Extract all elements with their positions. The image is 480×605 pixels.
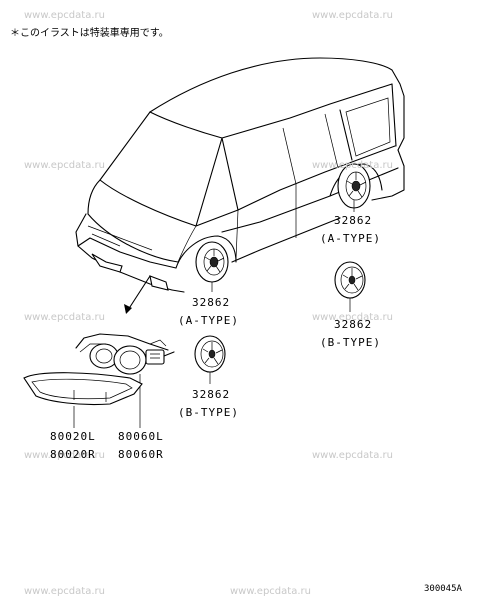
special-vehicle-note: ＊このイラストは特装車専用です。 xyxy=(10,28,169,39)
label-front-a-number: 32862 xyxy=(192,296,231,309)
label-rear-a-number: 32862 xyxy=(334,214,373,227)
fog-lamp-assembly xyxy=(75,333,175,428)
car-body xyxy=(75,57,405,293)
label-lens-left: 80020L xyxy=(50,430,96,443)
label-rear-a-type: (A-TYPE) xyxy=(320,232,381,245)
label-left-b-number: 32862 xyxy=(192,388,231,401)
watermark: www.epcdata.ru xyxy=(24,450,105,461)
wheel-cover-b-type-right xyxy=(334,261,366,312)
label-lamp-right: 80060R xyxy=(118,448,164,461)
watermark: www.epcdata.ru xyxy=(312,450,393,461)
label-left-b-type: (B-TYPE) xyxy=(178,406,239,419)
front-lens xyxy=(23,372,143,428)
watermark: www.epcdata.ru xyxy=(24,586,105,597)
label-right-b-number: 32862 xyxy=(334,318,373,331)
detail-arrow xyxy=(124,275,151,314)
diagram-code: 300045A xyxy=(424,584,462,594)
front-wheel-a-type xyxy=(195,241,229,283)
label-lamp-left: 80060L xyxy=(118,430,164,443)
wheel-cover-b-type-left xyxy=(194,335,226,384)
label-lens-right: 80020R xyxy=(50,448,96,461)
watermark: www.epcdata.ru xyxy=(230,586,311,597)
watermark: www.epcdata.ru xyxy=(312,312,393,323)
watermark: www.epcdata.ru xyxy=(312,10,393,21)
label-right-b-type: (B-TYPE) xyxy=(320,336,381,349)
rear-wheel-a-type xyxy=(337,163,371,209)
watermark: www.epcdata.ru xyxy=(24,10,105,21)
watermark: www.epcdata.ru xyxy=(24,160,105,171)
label-front-a-type: (A-TYPE) xyxy=(178,314,239,327)
watermark: www.epcdata.ru xyxy=(312,160,393,171)
watermark: www.epcdata.ru xyxy=(24,312,105,323)
